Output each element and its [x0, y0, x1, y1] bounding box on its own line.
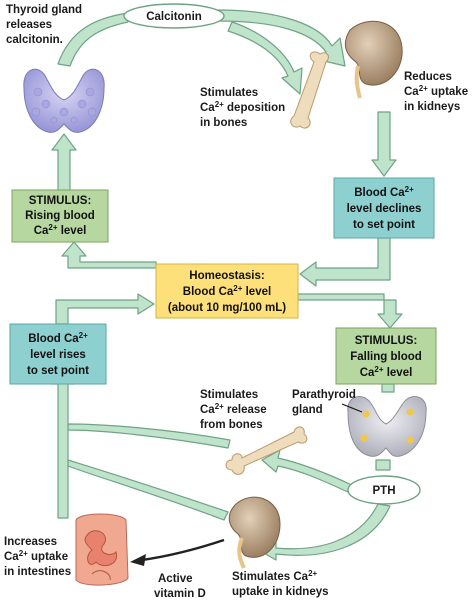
pth-label: PTH — [373, 485, 396, 497]
vitamin-d-arrow — [141, 538, 225, 562]
arrow-kidney-to-declines — [371, 111, 397, 177]
arrow-declines-to-homeostasis — [299, 237, 391, 287]
svg-text:to set point: to set point — [353, 219, 415, 231]
svg-text:Stimulates: Stimulates — [200, 87, 258, 99]
calcitonin-oval: Calcitonin — [123, 3, 225, 29]
svg-text:Ca2+ uptake: Ca2+ uptake — [4, 549, 68, 563]
increases-uptake-label: Increases Ca2+ uptake in intestines — [4, 536, 71, 578]
svg-text:Rising blood: Rising blood — [25, 210, 95, 222]
release-label: Stimulates Ca2+ release from bones — [200, 389, 267, 431]
svg-text:from bones: from bones — [200, 419, 263, 431]
svg-text:level rises: level rises — [30, 349, 86, 361]
svg-text:Stimulates Ca2+: Stimulates Ca2+ — [232, 569, 318, 583]
arrow-pth-to-kidney — [261, 503, 391, 561]
rises-box: Blood Ca2+ level rises to set point — [9, 323, 107, 385]
svg-text:Ca2+ uptake: Ca2+ uptake — [404, 84, 468, 98]
kidney-lower-icon — [228, 496, 281, 569]
svg-text:Thyroid gland: Thyroid gland — [6, 4, 82, 16]
svg-text:level declines: level declines — [347, 203, 422, 215]
svg-text:Blood Ca2+: Blood Ca2+ — [354, 185, 414, 199]
thyroid-gland-icon — [23, 68, 105, 133]
svg-text:STIMULUS:: STIMULUS: — [29, 195, 92, 207]
parathyroid-gland-icon — [341, 396, 427, 457]
svg-text:gland: gland — [292, 404, 323, 416]
svg-text:Ca2+ deposition: Ca2+ deposition — [200, 100, 285, 114]
reduces-uptake-label: Reduces Ca2+ uptake in kidneys — [404, 71, 468, 113]
pth-oval: PTH — [347, 475, 421, 505]
arrow-falling-to-parathyroid — [381, 383, 395, 393]
kidney-uptake-label: Stimulates Ca2+ uptake in kidneys — [232, 569, 329, 598]
svg-text:calcitonin.: calcitonin. — [6, 34, 63, 46]
svg-text:in intestines: in intestines — [4, 566, 71, 578]
svg-text:Stimulates: Stimulates — [200, 389, 258, 401]
active-vitamin-d-label: Active vitamin D — [154, 573, 206, 600]
svg-text:Active: Active — [158, 573, 193, 585]
stimulus-rising-box: STIMULUS: Rising blood Ca2+ level — [11, 189, 109, 243]
arrow-calcitonin-to-bone — [227, 21, 303, 95]
kidney-top-icon — [344, 20, 403, 99]
svg-text:Parathyroid: Parathyroid — [292, 389, 356, 401]
svg-text:in kidneys: in kidneys — [404, 101, 460, 113]
stimulus-falling-box: STIMULUS: Falling blood Ca2+ level — [335, 327, 437, 385]
svg-text:Falling blood: Falling blood — [350, 351, 422, 363]
deposition-label: Stimulates Ca2+ deposition in bones — [200, 87, 285, 129]
arrow-parathyroid-to-pth — [375, 459, 391, 471]
svg-text:to set point: to set point — [27, 365, 89, 377]
declines-box: Blood Ca2+ level declines to set point — [333, 177, 435, 239]
bone-top-icon — [290, 51, 329, 129]
svg-text:Ca2+ level: Ca2+ level — [360, 365, 413, 379]
arrow-homeostasis-to-rising — [61, 241, 157, 269]
arrow-rises-to-homeostasis — [55, 293, 155, 325]
arrow-rising-up-to-thyroid — [51, 133, 77, 193]
svg-text:releases: releases — [6, 19, 52, 31]
svg-text:Blood Ca2+: Blood Ca2+ — [28, 331, 88, 345]
svg-text:STIMULUS:: STIMULUS: — [355, 335, 418, 347]
arrow-pth-to-bone — [261, 449, 355, 495]
svg-text:Homeostasis:: Homeostasis: — [189, 270, 264, 282]
svg-text:Ca2+ release: Ca2+ release — [200, 402, 267, 416]
thyroid-releases-label: Thyroid gland releases calcitonin. — [6, 4, 82, 46]
svg-text:Blood Ca2+ level: Blood Ca2+ level — [183, 284, 271, 298]
arrow-intestine-to-left-column — [51, 369, 75, 519]
svg-text:Ca2+ level: Ca2+ level — [34, 223, 87, 237]
arrow-homeostasis-to-falling — [297, 293, 403, 329]
arrow-kidney-to-left-column — [67, 459, 229, 521]
svg-text:Increases: Increases — [4, 536, 57, 548]
arrow-calcitonin-to-kidney — [217, 9, 346, 67]
svg-text:vitamin D: vitamin D — [154, 588, 206, 600]
svg-text:in bones: in bones — [200, 117, 247, 129]
calcitonin-label: Calcitonin — [146, 11, 202, 23]
homeostasis-box: Homeostasis: Blood Ca2+ level (about 10 … — [155, 263, 299, 319]
vitamin-d-arrowhead — [130, 554, 146, 566]
pathway-arrows — [51, 9, 403, 561]
svg-text:(about 10 mg/100 mL): (about 10 mg/100 mL) — [168, 302, 286, 314]
parathyroid-label: Parathyroid gland — [292, 389, 356, 416]
bone-lower-icon — [225, 426, 308, 475]
svg-text:Reduces: Reduces — [404, 71, 452, 83]
arrow-thyroid-to-calcitonin — [57, 12, 129, 67]
svg-text:uptake in kidneys: uptake in kidneys — [232, 586, 329, 598]
intestine-icon — [75, 513, 129, 586]
